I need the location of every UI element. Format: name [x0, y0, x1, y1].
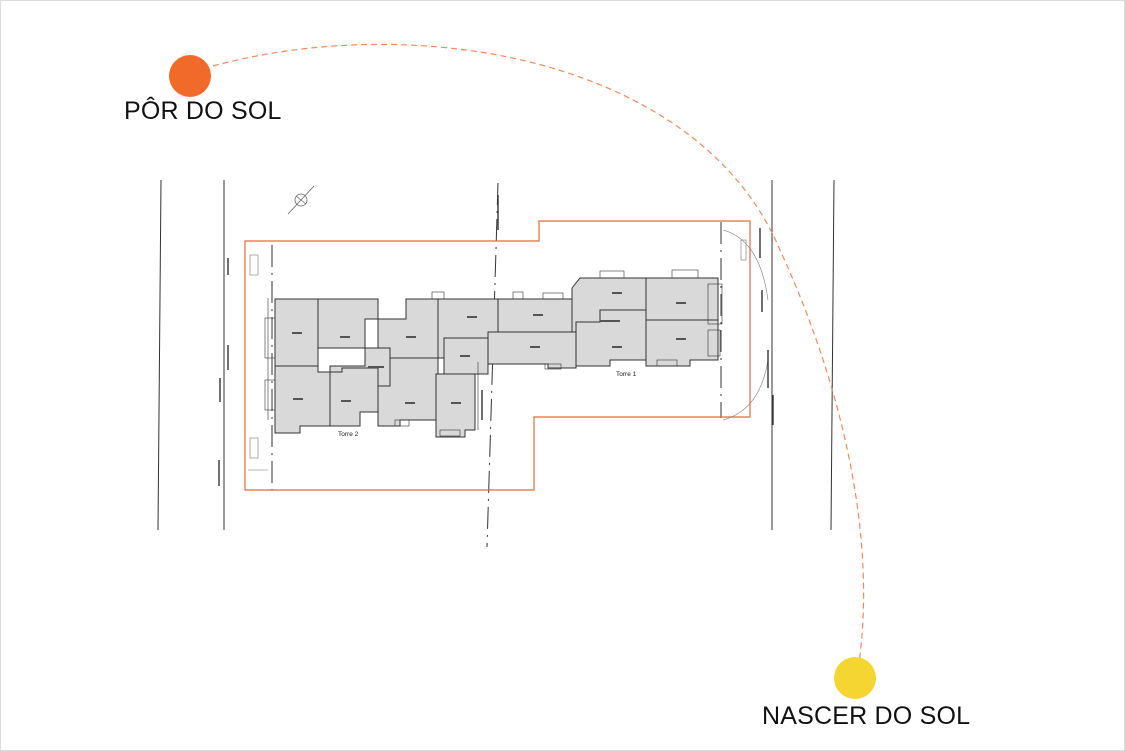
sunrise-label: NASCER DO SOL — [762, 702, 971, 730]
sunset-label: PÔR DO SOL — [124, 97, 282, 125]
axis-line-center — [486, 182, 499, 548]
north-arrow-icon — [287, 185, 315, 215]
street-line-right-outer — [830, 179, 835, 531]
building-footprint — [274, 277, 719, 438]
tower-2-label: Torre 2 — [338, 431, 359, 438]
street-lines — [157, 179, 835, 531]
lot-boundary — [244, 220, 751, 491]
street-line-left-outer — [157, 179, 162, 531]
axis-lines — [271, 182, 722, 548]
tower-1-label: Torre 1 — [616, 371, 637, 378]
sun-path-arc — [212, 43, 865, 677]
sunrise-sun-icon — [834, 657, 876, 699]
sunset-sun-icon — [169, 55, 211, 97]
